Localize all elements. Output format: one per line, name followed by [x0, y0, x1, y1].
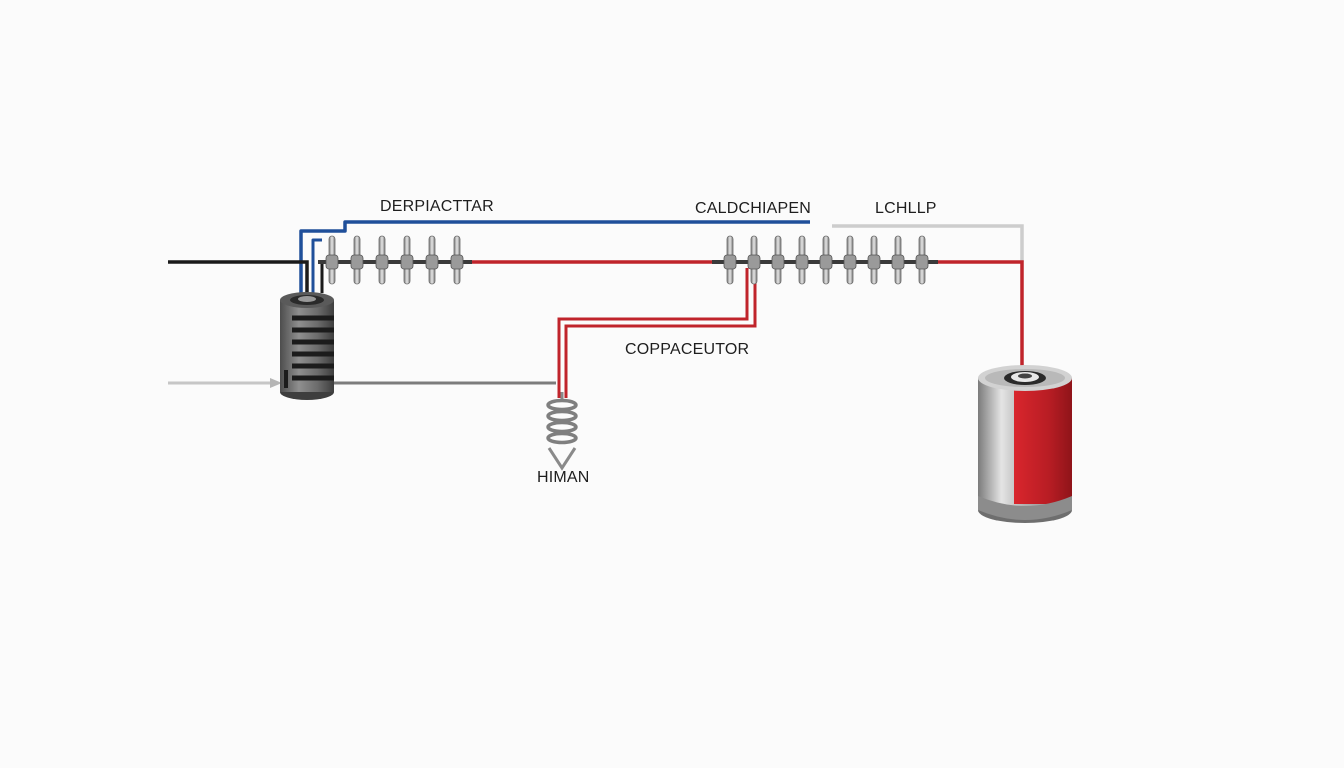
coil-turn — [546, 409, 578, 423]
terminal-pin — [915, 235, 929, 285]
capacitor-component — [280, 292, 334, 400]
terminal-pin — [450, 235, 464, 285]
label-lchllp: LCHLLP — [875, 200, 937, 217]
terminal-pin — [425, 235, 439, 285]
terminal-pin — [375, 235, 389, 285]
left-pin-bank — [325, 235, 464, 285]
right-pin-bank — [723, 235, 929, 285]
label-coppaceutor: COPPACEUTOR — [625, 341, 750, 358]
terminal-pin — [795, 235, 809, 285]
terminal-pin — [867, 235, 881, 285]
terminal-pin — [400, 235, 414, 285]
input-arrow — [168, 378, 282, 388]
battery-component — [978, 365, 1072, 523]
coil-turn — [546, 398, 578, 412]
terminal-pin — [819, 235, 833, 285]
gray-top-wire — [832, 224, 1024, 262]
terminal-pin — [723, 235, 737, 285]
label-caldchiapen: CALDCHIAPEN — [695, 200, 812, 217]
terminal-pin — [325, 235, 339, 285]
coil-turn — [546, 431, 578, 445]
label-derpiacttar: DERPIACTTAR — [380, 198, 494, 215]
black-wire — [168, 260, 324, 293]
inductor-coil — [546, 392, 578, 471]
blue-wire — [299, 220, 810, 293]
red-branch-wire — [557, 266, 757, 398]
label-himan: HIMAN — [537, 469, 590, 486]
terminal-pin — [891, 235, 905, 285]
terminal-pin — [771, 235, 785, 285]
terminal-pin — [843, 235, 857, 285]
terminal-pin — [350, 235, 364, 285]
terminal-pin — [747, 235, 761, 285]
coil-turn — [546, 420, 578, 434]
